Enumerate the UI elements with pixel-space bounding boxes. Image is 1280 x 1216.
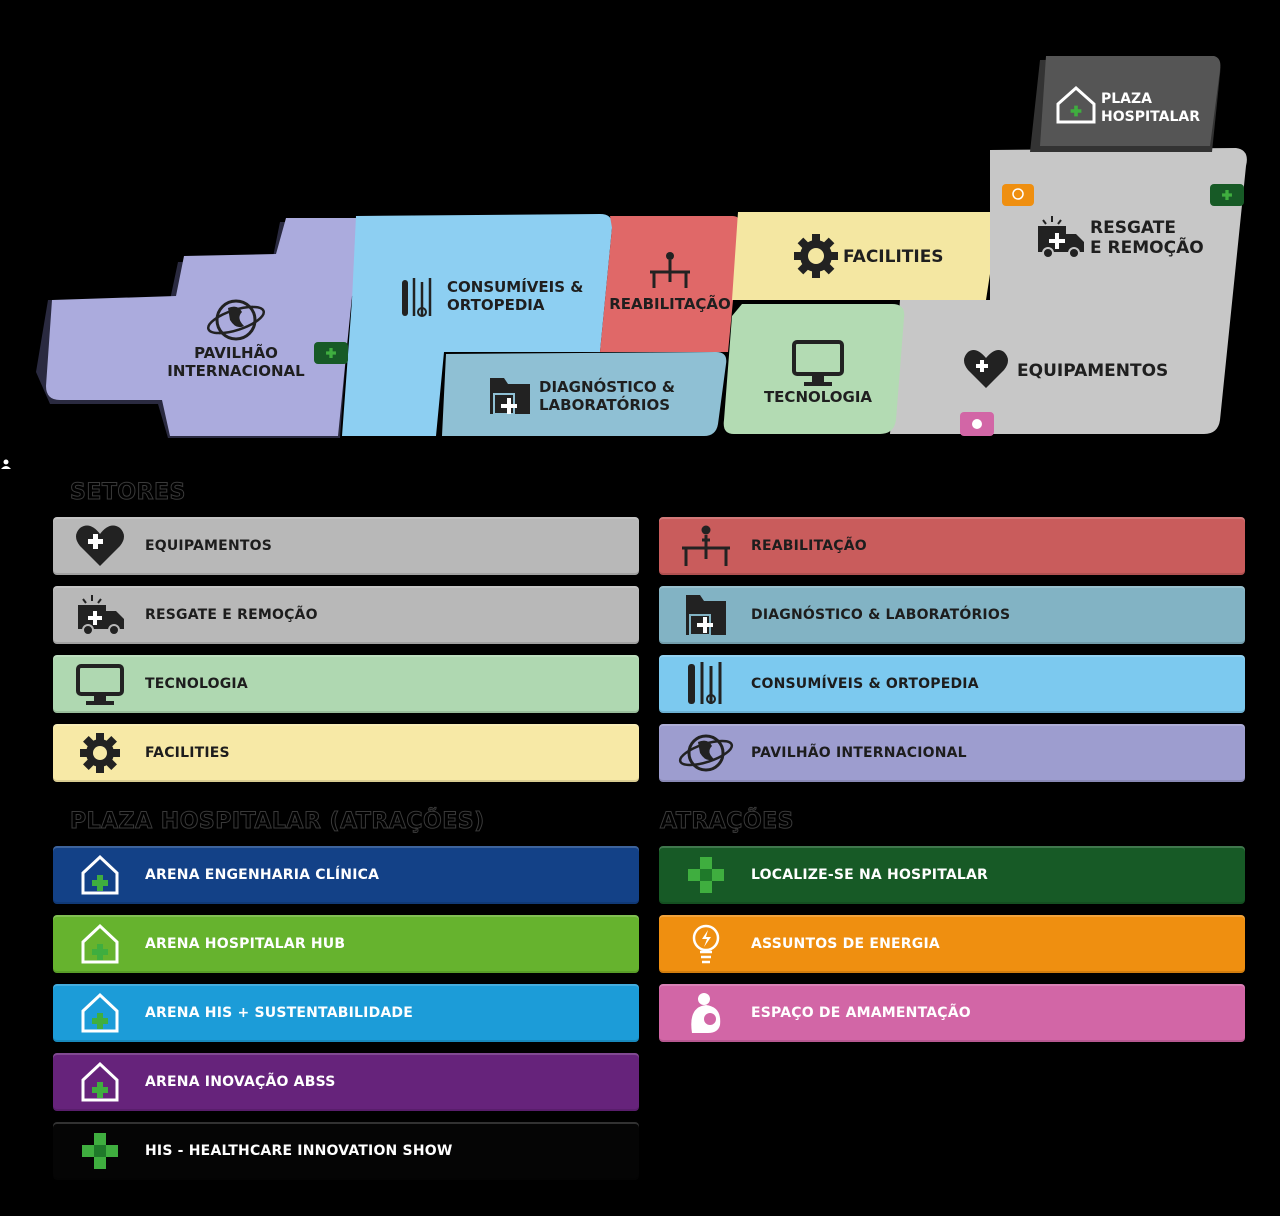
zone-label: E REMOÇÃO xyxy=(1090,235,1204,258)
legend-item[interactable]: RESGATE E REMOÇÃO xyxy=(53,586,639,644)
monitor-icon xyxy=(71,659,129,709)
diagnosis-folder-icon xyxy=(677,590,735,640)
energy-marker[interactable] xyxy=(1002,184,1034,206)
green-cross-icon xyxy=(677,850,735,900)
gear-wrench-icon xyxy=(794,234,838,278)
lightbulb-icon xyxy=(677,919,735,969)
legend-item-label: FACILITIES xyxy=(145,745,230,761)
zone-label: TECNOLOGIA xyxy=(764,388,872,406)
legend-item-label: ESPAÇO DE AMAMENTAÇÃO xyxy=(751,1005,971,1021)
zone-label: ORTOPEDIA xyxy=(447,296,545,314)
legend-item-label: DIAGNÓSTICO & LABORATÓRIOS xyxy=(751,607,1011,623)
zone-label: DIAGNÓSTICO & xyxy=(539,377,675,396)
zone-label: PAVILHÃO xyxy=(194,343,278,362)
rehab-icon xyxy=(650,252,690,288)
heart-plus-icon xyxy=(71,521,129,571)
ambulance-icon xyxy=(71,590,129,640)
zone-label: RESGATE xyxy=(1090,218,1176,238)
zone-label: PLAZA xyxy=(1101,91,1152,107)
legend-item-label: RESGATE E REMOÇÃO xyxy=(145,607,318,623)
section-title-plaza: PLAZA HOSPITALAR (ATRAÇÕES) xyxy=(70,809,485,835)
surgical-tools-icon xyxy=(677,659,735,709)
zone-label: LABORATÓRIOS xyxy=(539,395,670,414)
hospital-building-icon xyxy=(71,988,129,1038)
section-title-atracoes: ATRAÇÕES xyxy=(659,809,795,835)
zone-label: EQUIPAMENTOS xyxy=(1017,361,1168,381)
zone-consumiveis-ortopedia[interactable] xyxy=(342,214,613,436)
legend-item-label: PAVILHÃO INTERNACIONAL xyxy=(751,745,967,761)
legend-item-label: REABILITAÇÃO xyxy=(751,538,867,554)
legend-item[interactable]: TECNOLOGIA xyxy=(53,655,639,713)
globe-icon xyxy=(677,728,735,778)
legend-item[interactable]: ARENA INOVAÇÃO ABSS xyxy=(53,1053,639,1111)
legend-item[interactable]: REABILITAÇÃO xyxy=(659,517,1245,575)
venue-map: PAVILHÃO INTERNACIONAL CONSUMÍVEIS & ORT… xyxy=(36,56,1247,438)
legend-item-label: HIS - HEALTHCARE INNOVATION SHOW xyxy=(145,1143,453,1159)
legend-item[interactable]: EQUIPAMENTOS xyxy=(53,517,639,575)
legend-item[interactable]: ARENA HIS + SUSTENTABILIDADE xyxy=(53,984,639,1042)
legend-item[interactable]: CONSUMÍVEIS & ORTOPEDIA xyxy=(659,655,1245,713)
zone-label: REABILITAÇÃO xyxy=(609,294,731,313)
zone-label: INTERNACIONAL xyxy=(167,362,305,380)
hospital-building-icon xyxy=(1056,85,1096,124)
ambulance-icon xyxy=(1038,216,1084,259)
legend-item-label: TECNOLOGIA xyxy=(145,676,248,692)
legend-item[interactable]: PAVILHÃO INTERNACIONAL xyxy=(659,724,1245,782)
monitor-icon xyxy=(792,340,844,386)
gear-wrench-icon xyxy=(71,728,129,778)
legend-item[interactable]: ARENA ENGENHARIA CLÍNICA xyxy=(53,846,639,904)
hospital-building-icon xyxy=(71,850,129,900)
legend-item[interactable]: LOCALIZE-SE NA HOSPITALAR xyxy=(659,846,1245,904)
hospital-building-icon xyxy=(71,919,129,969)
legend-item-label: ARENA HOSPITALAR HUB xyxy=(145,936,346,952)
legend-item-label: ARENA ENGENHARIA CLÍNICA xyxy=(145,867,380,883)
zone-reabilitacao[interactable] xyxy=(600,216,741,352)
legend-item-label: ASSUNTOS DE ENERGIA xyxy=(751,936,940,952)
legend-item-label: CONSUMÍVEIS & ORTOPEDIA xyxy=(751,676,979,692)
legend-item-label: EQUIPAMENTOS xyxy=(145,538,272,554)
zone-label: FACILITIES xyxy=(843,247,944,267)
diagnosis-folder-icon xyxy=(490,378,530,415)
user-icon xyxy=(1,459,11,469)
legend-item-label: ARENA HIS + SUSTENTABILIDADE xyxy=(145,1005,414,1021)
legend-item[interactable]: HIS - HEALTHCARE INNOVATION SHOW xyxy=(53,1122,639,1180)
zone-label: CONSUMÍVEIS & xyxy=(447,277,583,296)
legend-item-label: LOCALIZE-SE NA HOSPITALAR xyxy=(751,867,989,883)
heart-plus-icon xyxy=(964,350,1008,388)
legend-item[interactable]: FACILITIES xyxy=(53,724,639,782)
legend-item[interactable]: ARENA HOSPITALAR HUB xyxy=(53,915,639,973)
zone-facilities[interactable] xyxy=(732,212,999,300)
rehab-icon xyxy=(677,521,735,571)
green-cross-icon xyxy=(71,1126,129,1176)
hospital-building-icon xyxy=(71,1057,129,1107)
nursing-icon xyxy=(677,988,735,1038)
zone-tecnologia[interactable] xyxy=(723,304,905,434)
legend-item[interactable]: DIAGNÓSTICO & LABORATÓRIOS xyxy=(659,586,1245,644)
legend-item[interactable]: ASSUNTOS DE ENERGIA xyxy=(659,915,1245,973)
section-title-setores: SETORES xyxy=(70,480,186,506)
globe-icon xyxy=(206,299,266,341)
zone-label: HOSPITALAR xyxy=(1101,109,1200,125)
legend-item[interactable]: ESPAÇO DE AMAMENTAÇÃO xyxy=(659,984,1245,1042)
legend-item-label: ARENA INOVAÇÃO ABSS xyxy=(145,1074,336,1090)
surgical-tools-icon xyxy=(402,278,432,317)
